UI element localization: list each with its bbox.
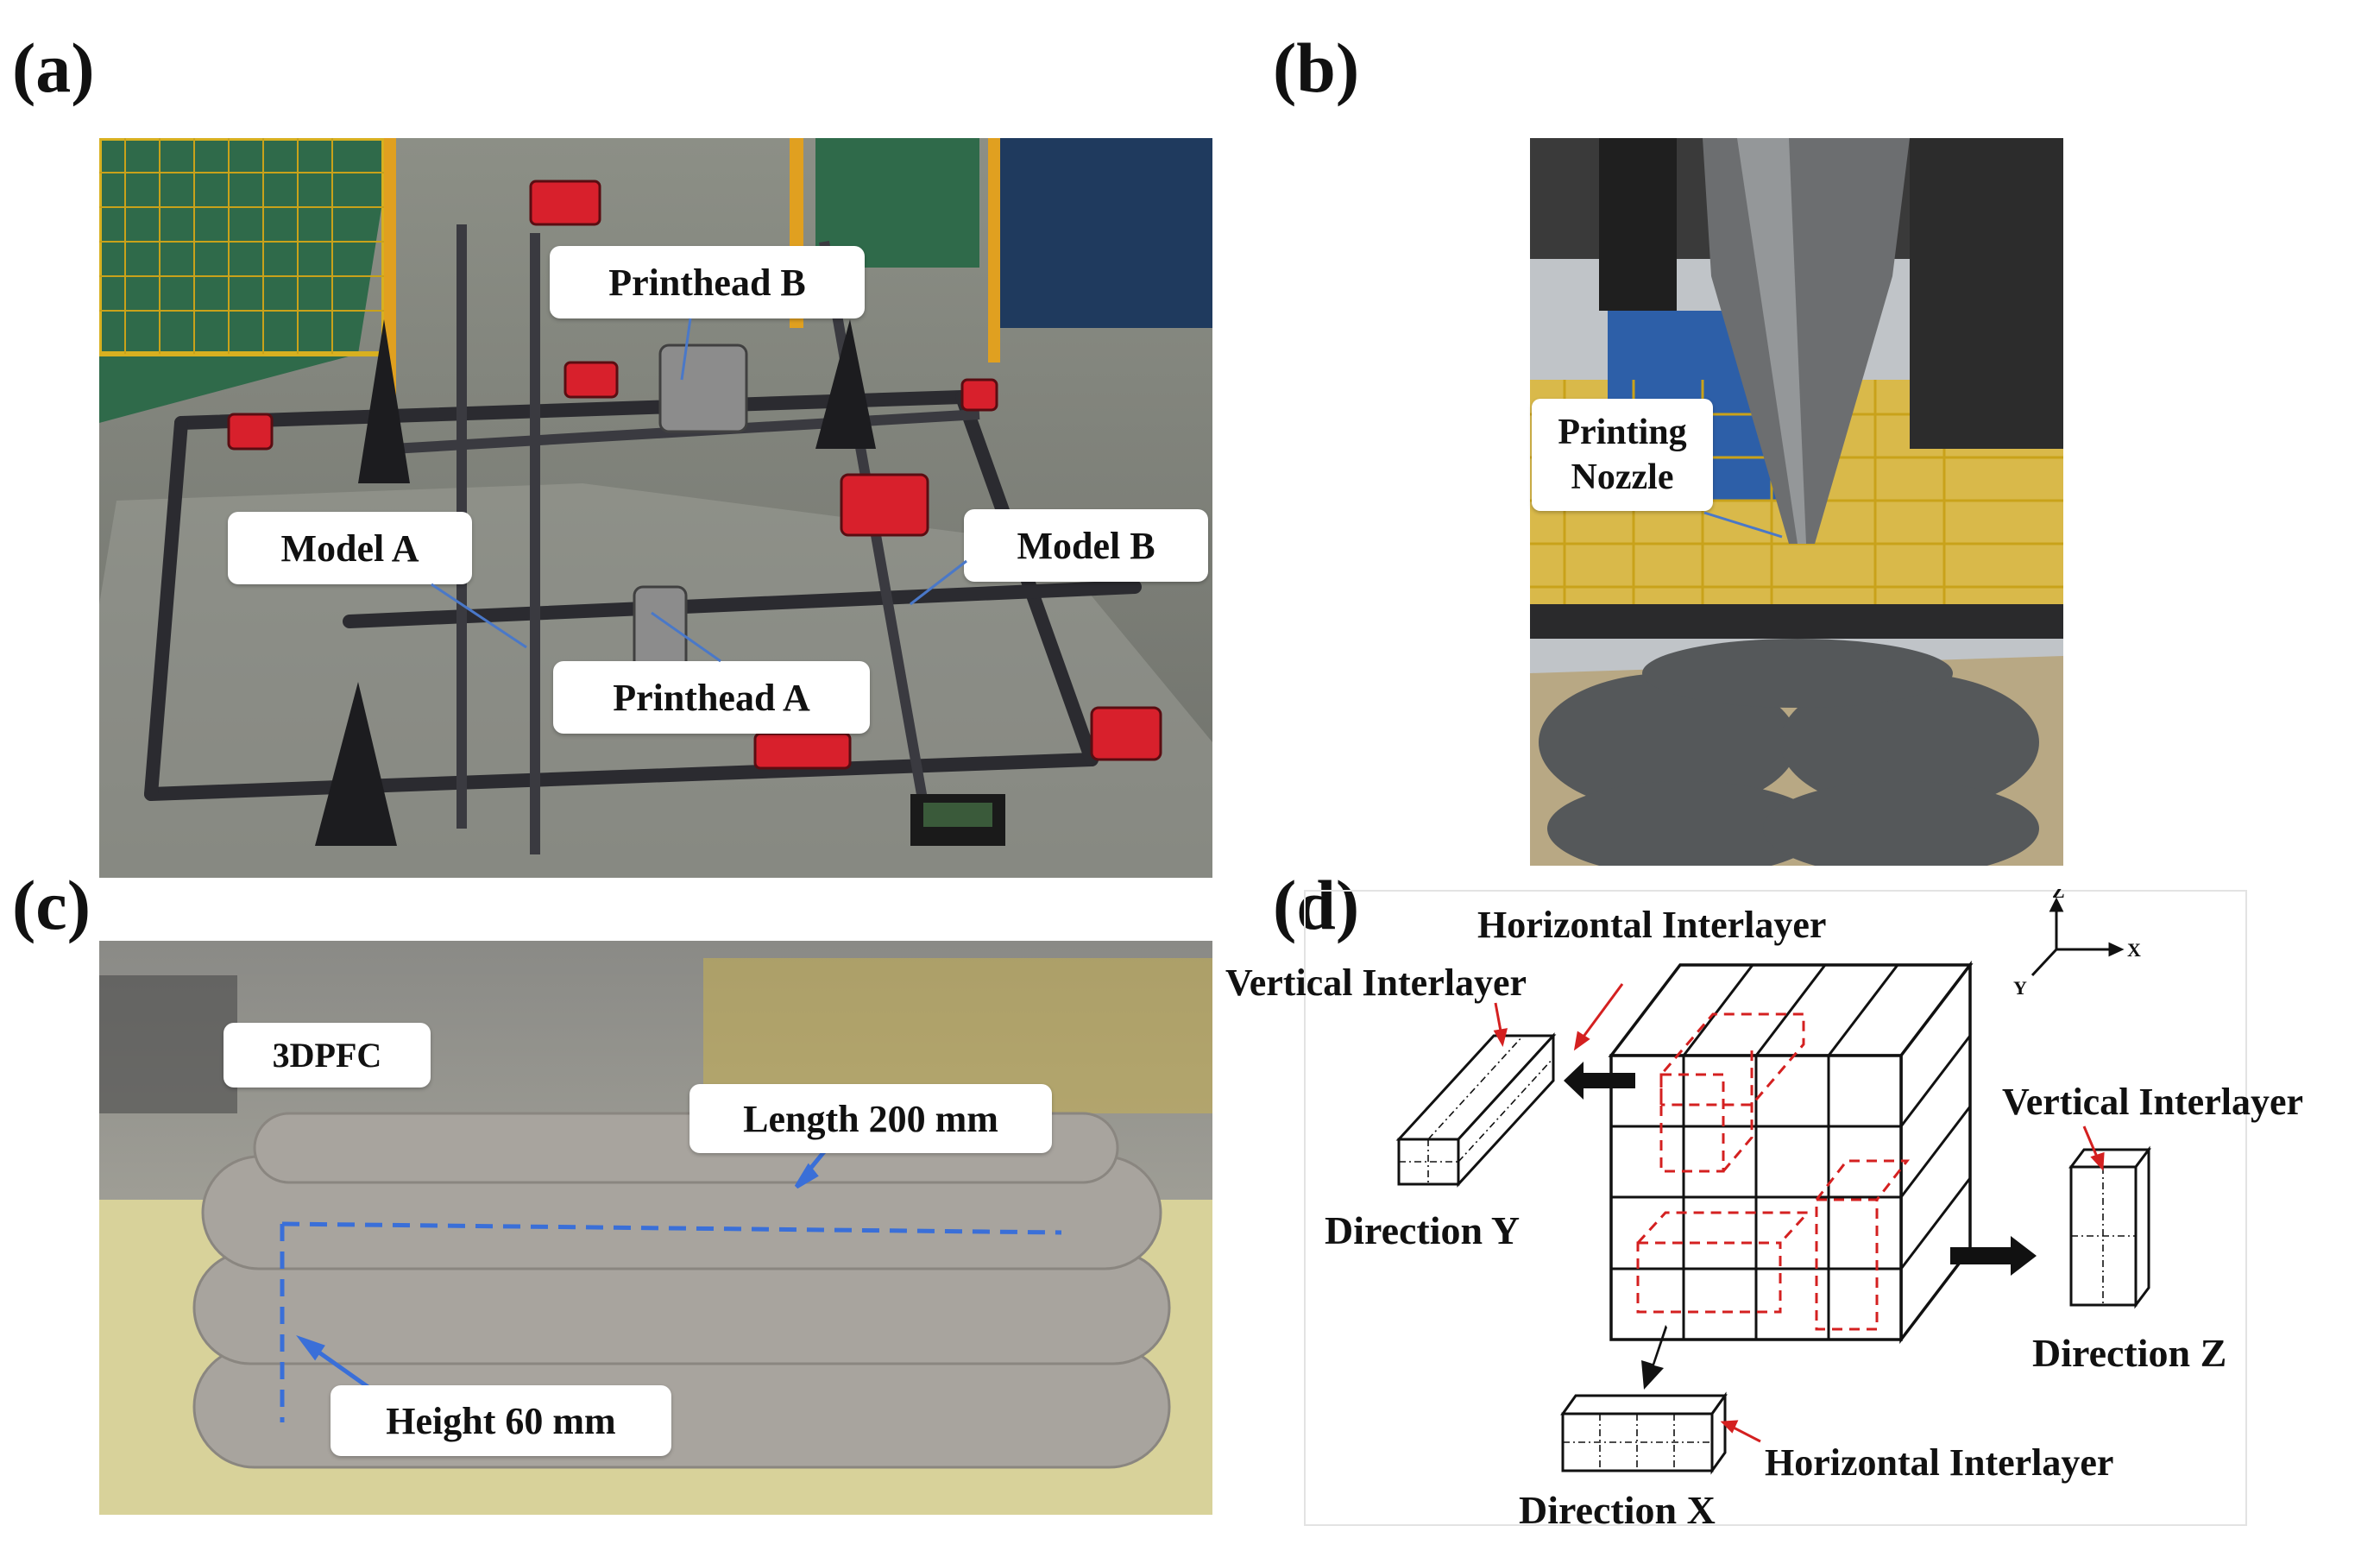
panel-c-letter: (c) (12, 866, 91, 944)
label-direction-y: Direction Y (1325, 1208, 1521, 1252)
arrow-to-direction-x (1641, 1325, 1667, 1390)
panel-b-letter: (b) (1273, 28, 1360, 107)
sample-outlines (1636, 1012, 1911, 1331)
panel-d-letter: (d) (1273, 866, 1360, 944)
interlayer-pointers (1493, 983, 2105, 1443)
schematic-frame (1304, 890, 2247, 1526)
main-cube-grid (1611, 964, 1972, 1340)
callout-printing-nozzle: Printing Nozzle (1532, 399, 1713, 511)
label-direction-x: Direction X (1519, 1488, 1716, 1532)
axis-y-label: Y (2013, 977, 2027, 999)
specimen-direction-z (2068, 1145, 2151, 1309)
callout-printhead-b: Printhead B (550, 246, 865, 318)
specimen-direction-y (1395, 1032, 1557, 1188)
label-horizontal-interlayer-bottom: Horizontal Interlayer (1765, 1441, 2114, 1484)
axis-x-label: X (2127, 939, 2141, 961)
label-vertical-interlayer-left: Vertical Interlayer (1225, 961, 1527, 1004)
axis-indicator (2031, 897, 2125, 977)
label-direction-z: Direction Z (2032, 1331, 2227, 1375)
interlayer-schematic: Z X Y (1304, 889, 2247, 1526)
label-horizontal-interlayer-top: Horizontal Interlayer (1477, 904, 1827, 946)
specimen-direction-x (1560, 1391, 1728, 1475)
callout-model-b: Model B (964, 509, 1208, 582)
callout-printing-nozzle-line2: Nozzle (1571, 457, 1674, 497)
callout-printing-nozzle-line1: Printing (1558, 412, 1687, 452)
callout-model-a: Model A (228, 512, 472, 584)
extraction-arrows (1564, 1062, 2037, 1390)
callout-printhead-a: Printhead A (553, 661, 870, 734)
axis-z-label: Z (2052, 889, 2065, 902)
arrow-to-direction-z (1950, 1236, 2037, 1276)
callout-height: Height 60 mm (331, 1385, 671, 1456)
callout-3dpfc: 3DPFC (224, 1023, 431, 1088)
label-vertical-interlayer-right: Vertical Interlayer (2002, 1081, 2304, 1123)
panel-a-letter: (a) (12, 28, 95, 107)
arrow-to-direction-y (1564, 1062, 1635, 1100)
callout-length: Length 200 mm (689, 1084, 1052, 1153)
main-cube (1608, 960, 1974, 1345)
